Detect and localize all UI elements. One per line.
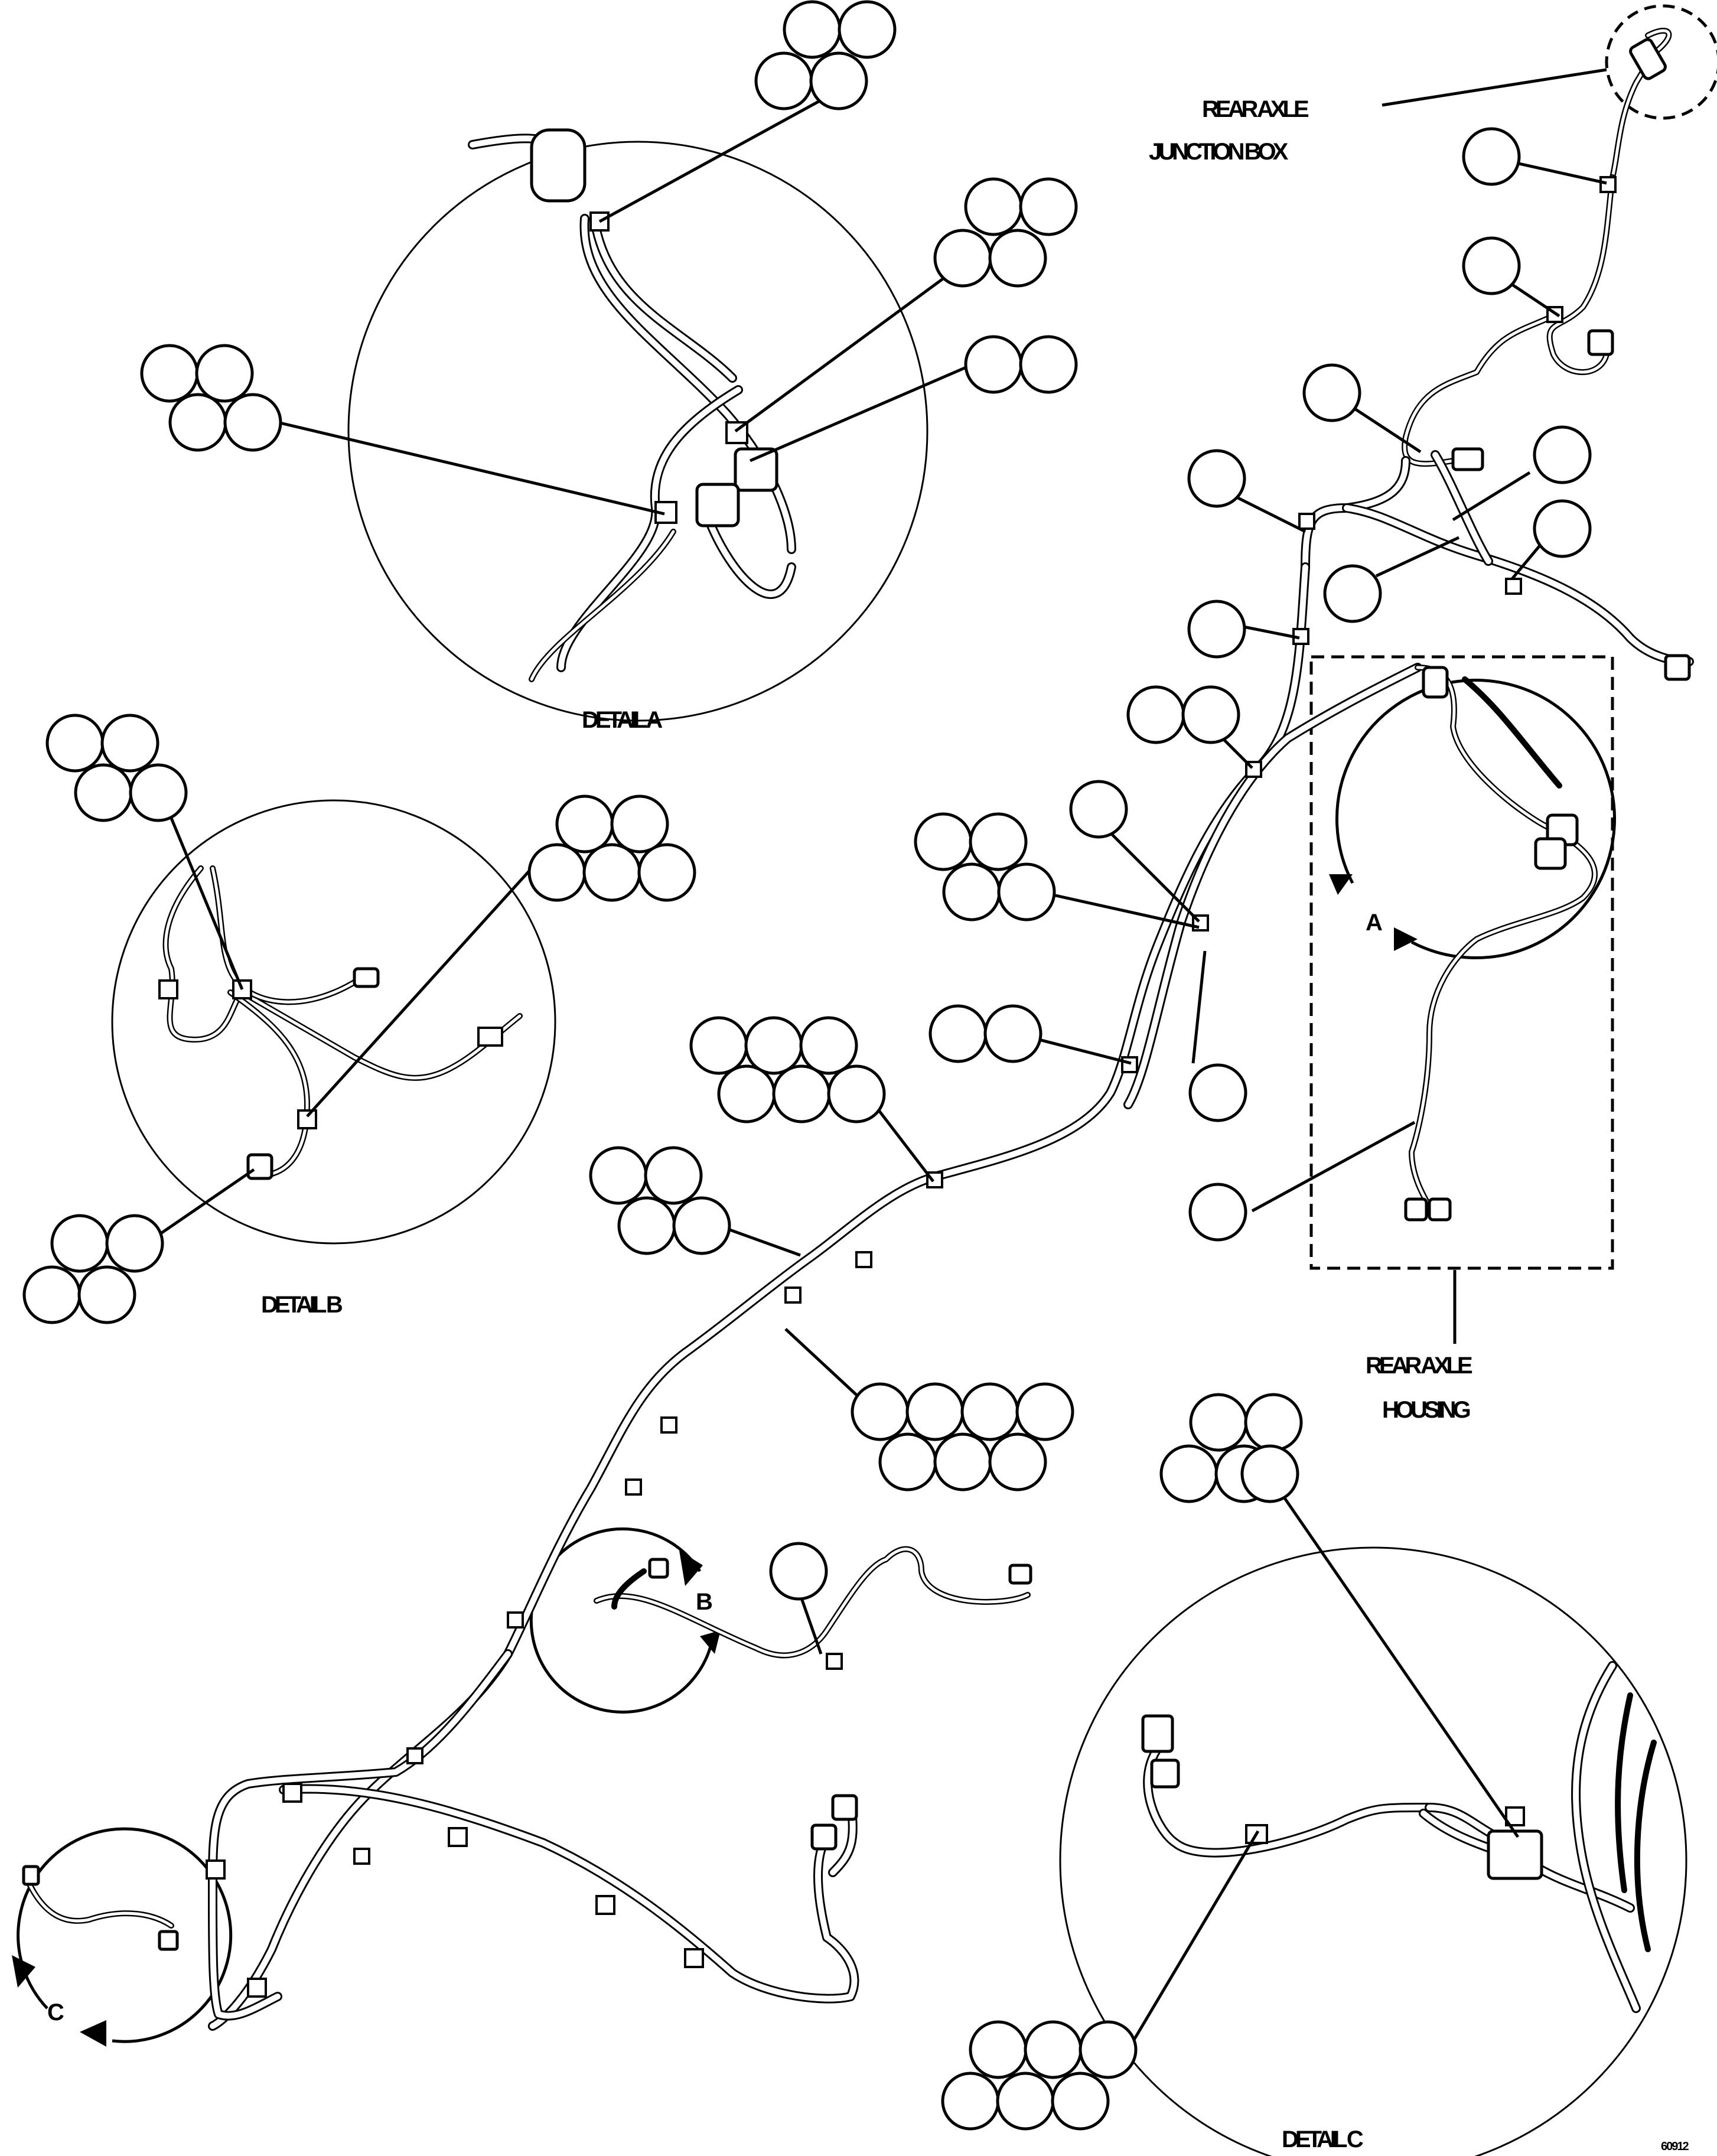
rear-axle-housing-label-line1: REAR AXLE	[1366, 1353, 1472, 1379]
rear-axle-junction-box-label-line1: REAR AXLE	[1202, 96, 1309, 122]
junction-box-leader	[1382, 68, 1607, 107]
detail-c-harness	[1141, 1661, 1657, 2013]
rear-axle-housing-label-line2: HOUSING	[1382, 1397, 1470, 1423]
rear-axle-housing-highlight-box	[1309, 655, 1614, 1270]
detail-c-connector-1	[1141, 1714, 1174, 1753]
figure-number-label: 60912	[1661, 2140, 1689, 2153]
detail-b-label: DETAIL B	[261, 1292, 343, 1318]
rear-axle-junction-box-label-line2: JUNCTION BOX	[1149, 139, 1289, 165]
detail-a-round-connector-2	[695, 483, 740, 527]
detail-a-grommet-connector	[530, 128, 587, 203]
detail-a-label: DETAIL A	[582, 707, 662, 733]
detail-c-circle	[1059, 1546, 1687, 2156]
callouts	[22, 0, 1607, 2131]
view-b-label: B	[696, 1589, 712, 1615]
view-b-marker	[529, 1527, 721, 1714]
main-harness	[22, 27, 1694, 2031]
detail-a-circle	[347, 141, 928, 722]
detail-c-label: DETAIL C	[1282, 2126, 1363, 2152]
detail-a-harness	[468, 128, 796, 682]
detail-c-bracket-connector	[1487, 1829, 1543, 1880]
text-labels: REAR AXLE JUNCTION BOX DETAIL A DETAIL B…	[47, 96, 1690, 2153]
detail-b-circle	[111, 799, 556, 1245]
junction-box-highlight-circle	[1605, 4, 1717, 120]
detail-a-round-connector-1	[734, 447, 778, 492]
view-c-label: C	[47, 1999, 64, 2025]
view-a-label: A	[1366, 910, 1382, 936]
view-a-marker	[1329, 679, 1616, 960]
view-c-marker	[12, 1827, 233, 2047]
detail-b-harness	[158, 865, 523, 1180]
